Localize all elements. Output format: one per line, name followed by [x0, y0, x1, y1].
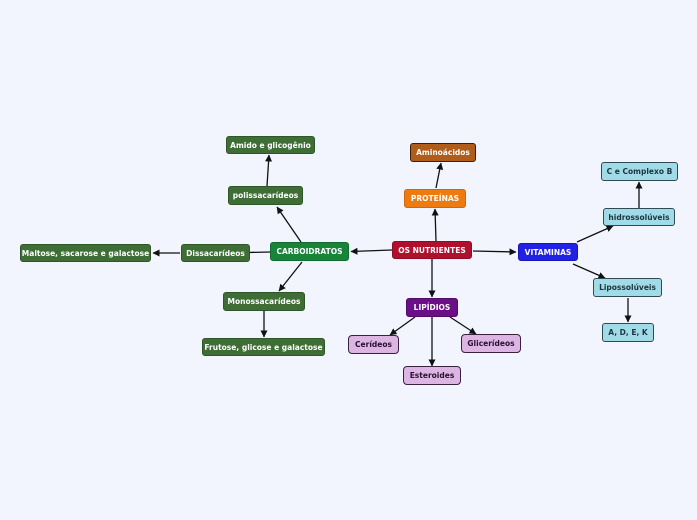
node-adek[interactable]: A, D, E, K [602, 323, 654, 342]
node-lipidios[interactable]: LIPÍDIOS [406, 298, 458, 317]
edge-carb-monossacarideos [278, 261, 303, 292]
node-cerideos[interactable]: Cerídeos [348, 335, 399, 354]
node-complexo-b[interactable]: C e Complexo B [601, 162, 678, 181]
node-amido-glicogenio[interactable]: Amido e glicogênio [226, 136, 315, 154]
edge-proteinas-aminoacidos [435, 162, 444, 189]
edge-polissacarideos-amido [265, 154, 273, 187]
node-lipossoluveis[interactable]: Lipossolúveis [593, 278, 662, 297]
edge-vitaminas-hidrossoluveis [576, 225, 614, 243]
node-frutose-glicose-galactose[interactable]: Frutose, glicose e galactose [202, 338, 325, 356]
edge-center-proteinas [431, 208, 439, 242]
node-aminoacidos[interactable]: Aminoácidos [410, 143, 476, 162]
edge-vitaminas-lipossoluveis [572, 263, 606, 279]
node-esteroides[interactable]: Esteroides [403, 366, 461, 385]
node-glicerideos[interactable]: Glicerídeos [461, 334, 521, 353]
node-hidrossoluveis[interactable]: hidrossolúveis [603, 208, 675, 226]
node-dissacarideos[interactable]: Dissacarídeos [181, 244, 250, 262]
node-vitaminas[interactable]: VITAMINAS [518, 243, 578, 261]
edge-carb-polissacarideos [276, 206, 302, 243]
node-polissacarideos[interactable]: polissacarídeos [228, 186, 303, 205]
node-maltose-sacarose-galactose[interactable]: Maltose, sacarose e galactose [20, 244, 151, 262]
edge-center-carboidratos [350, 247, 393, 255]
node-monossacarideos[interactable]: Monossacarídeos [223, 292, 305, 311]
node-carboidratos[interactable]: CARBOIDRATOS [270, 242, 349, 261]
center-node-os-nutrientes[interactable]: OS NUTRIENTES [392, 241, 472, 259]
edge-lipidios-glicerideos [449, 316, 477, 335]
edge-lipidios-cerideos [389, 316, 416, 336]
edge-center-vitaminas [472, 248, 517, 256]
node-proteinas[interactable]: PROTEÍNAS [404, 189, 466, 208]
